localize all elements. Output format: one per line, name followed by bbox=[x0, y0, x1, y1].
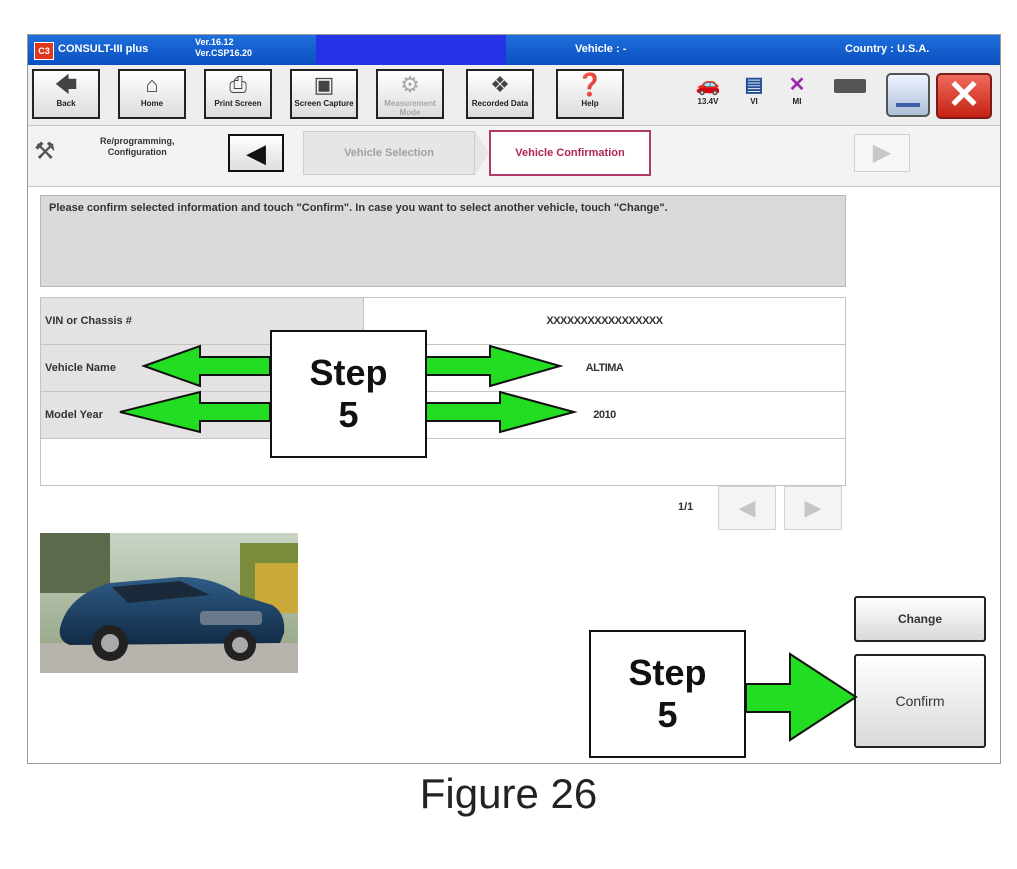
help-icon: ❓ bbox=[576, 72, 604, 97]
car-photo-icon bbox=[40, 533, 298, 673]
voltage-label: 13.4V bbox=[697, 97, 719, 106]
car-icon: 🚗 bbox=[695, 74, 721, 96]
page-prev-button[interactable]: ◀ bbox=[718, 486, 776, 530]
triangle-left-icon: ◀ bbox=[246, 138, 266, 168]
home-label: Home bbox=[140, 99, 164, 108]
mi-label: MI bbox=[792, 97, 802, 106]
confirm-button[interactable]: Confirm bbox=[854, 654, 986, 748]
vehicle-image bbox=[40, 533, 298, 673]
measurement-icon: ⚙ bbox=[400, 72, 420, 97]
arrow-left-vehicle-name-icon bbox=[141, 344, 271, 388]
toolbar: 🡄 Back ⌂ Home ⎙ Print Screen ▣ Screen Ca… bbox=[28, 65, 1000, 126]
arrow-right-confirm-icon bbox=[745, 652, 858, 742]
home-icon: ⌂ bbox=[145, 72, 159, 97]
minimize-button[interactable] bbox=[886, 73, 930, 117]
back-button[interactable]: 🡄 Back bbox=[32, 69, 100, 119]
help-button[interactable]: ❓ Help bbox=[556, 69, 624, 119]
arrow-right-vehicle-name-icon bbox=[425, 344, 564, 388]
print-screen-button[interactable]: ⎙ Print Screen bbox=[204, 69, 272, 119]
step-chevron bbox=[475, 131, 489, 175]
country-status: Country : U.S.A. bbox=[845, 43, 930, 55]
back-arrow-icon: 🡄 bbox=[54, 72, 78, 97]
vehicle-status: Vehicle : - bbox=[575, 43, 627, 55]
signal-icon: ▤ bbox=[744, 74, 764, 96]
back-label: Back bbox=[56, 99, 76, 108]
section-title-line-2: Configuration bbox=[107, 147, 167, 157]
app-logo-icon: C3 bbox=[34, 42, 54, 60]
triangle-right-icon: ▶ bbox=[804, 495, 822, 520]
recorded-data-icon: ❖ bbox=[490, 72, 510, 97]
vi-status: ▤ VI bbox=[740, 73, 768, 106]
app-name: CONSULT-III plus bbox=[58, 43, 149, 55]
step-5-callout-top: Step 5 bbox=[270, 330, 427, 458]
version-info: Ver.16.12 Ver.CSP16.20 bbox=[195, 37, 252, 59]
help-label: Help bbox=[581, 99, 599, 108]
version-line-2: Ver.CSP16.20 bbox=[195, 48, 253, 58]
step-number: 5 bbox=[338, 394, 359, 435]
battery-voltage-status: 🚗 13.4V bbox=[688, 73, 728, 106]
mi-status: ✕ MI bbox=[783, 73, 811, 106]
screen-capture-label: Screen Capture bbox=[294, 99, 354, 108]
title-bar: C3 CONSULT-III plus Ver.16.12 Ver.CSP16.… bbox=[28, 35, 1000, 65]
triangle-right-icon: ▶ bbox=[872, 139, 892, 166]
battery-icon bbox=[834, 79, 866, 93]
step-word: Step bbox=[309, 352, 388, 393]
home-button[interactable]: ⌂ Home bbox=[118, 69, 186, 119]
recorded-data-button[interactable]: ❖ Recorded Data bbox=[466, 69, 534, 119]
minimize-icon bbox=[896, 103, 920, 107]
section-title: Re/programming, Configuration bbox=[100, 136, 175, 158]
breadcrumb-forward-button[interactable]: ▶ bbox=[854, 134, 910, 172]
step-vehicle-confirmation[interactable]: Vehicle Confirmation bbox=[489, 130, 651, 176]
vehicle-info-table: VIN or Chassis # XXXXXXXXXXXXXXXXX Vehic… bbox=[40, 297, 846, 486]
print-screen-label: Print Screen bbox=[214, 99, 262, 108]
version-line-1: Ver.16.12 bbox=[195, 37, 234, 47]
page-indicator: 1/1 bbox=[678, 501, 694, 513]
page-next-button[interactable]: ▶ bbox=[784, 486, 842, 530]
recorded-data-label: Recorded Data bbox=[471, 99, 529, 108]
change-button[interactable]: Change bbox=[854, 596, 986, 642]
arrow-right-model-year-icon bbox=[425, 390, 578, 434]
step-5-callout-bottom: Step 5 bbox=[589, 630, 746, 758]
section-title-line-1: Re/programming, bbox=[100, 136, 175, 146]
breadcrumb: ⚒ Re/programming, Configuration ◀ Vehicl… bbox=[28, 126, 1000, 187]
measurement-mode-label: Measurement Mode bbox=[384, 99, 436, 117]
close-icon: ✕ bbox=[947, 73, 981, 117]
instruction-message: Please confirm selected information and … bbox=[40, 195, 846, 287]
step-number: 5 bbox=[657, 694, 678, 735]
arrow-left-model-year-icon bbox=[119, 390, 271, 434]
figure-caption: Figure 26 bbox=[419, 770, 598, 817]
screen-capture-button[interactable]: ▣ Screen Capture bbox=[290, 69, 358, 119]
close-button[interactable]: ✕ bbox=[936, 73, 992, 119]
consult-window: C3 CONSULT-III plus Ver.16.12 Ver.CSP16.… bbox=[27, 34, 1001, 764]
printer-icon: ⎙ bbox=[229, 72, 247, 97]
measurement-mode-button[interactable]: ⚙ Measurement Mode bbox=[376, 69, 444, 119]
empty-row-cell bbox=[40, 438, 846, 486]
camera-icon: ▣ bbox=[313, 72, 335, 97]
mi-disconnected-icon: ✕ bbox=[788, 74, 806, 96]
step-word: Step bbox=[628, 652, 707, 693]
reprogramming-icon: ⚒ bbox=[34, 138, 56, 165]
vi-label: VI bbox=[750, 97, 758, 106]
table-row bbox=[40, 438, 846, 486]
breadcrumb-back-button[interactable]: ◀ bbox=[228, 134, 284, 172]
step-vehicle-selection[interactable]: Vehicle Selection bbox=[303, 131, 475, 175]
triangle-left-icon: ◀ bbox=[738, 495, 756, 520]
title-highlight bbox=[316, 35, 506, 65]
